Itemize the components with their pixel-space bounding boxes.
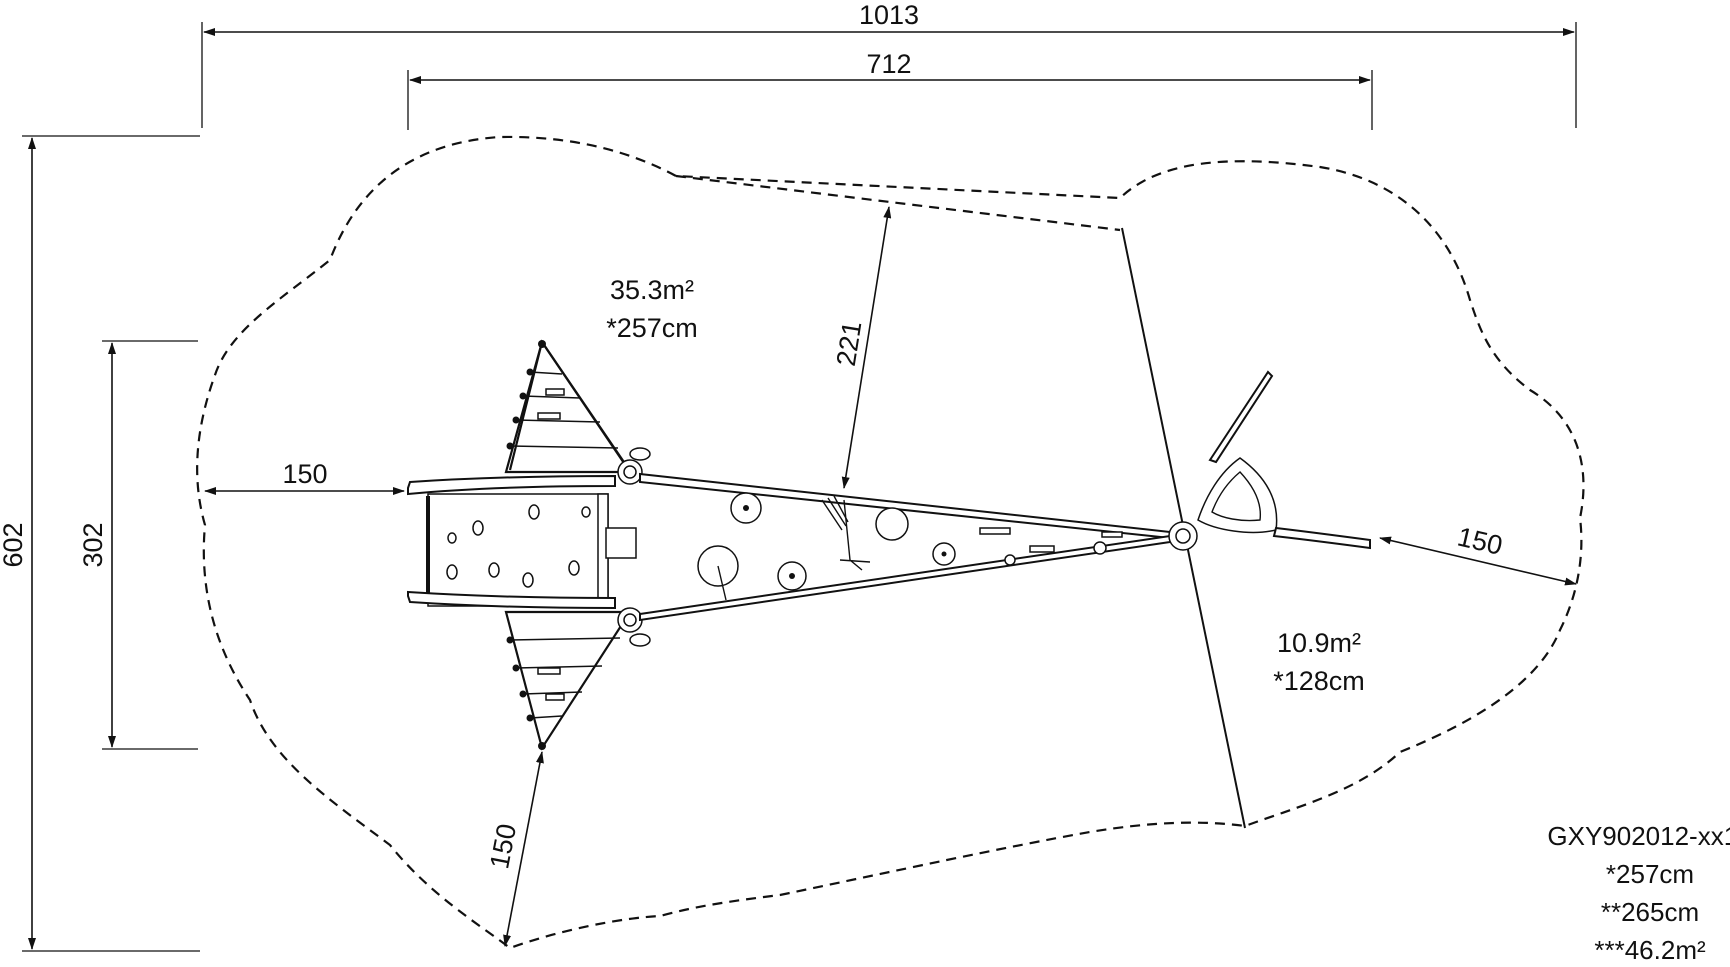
rope-net-knot: [519, 690, 527, 698]
safety-zone-boundary: [196, 135, 1585, 950]
climbing-hold: [581, 506, 591, 518]
rope-net-lower-apex: [538, 742, 546, 750]
end-rail: [1272, 526, 1371, 550]
secondary-zone-area-label: 10.9m²: [1277, 628, 1361, 658]
rope-net-knot: [512, 664, 520, 672]
rope-net-knot: [526, 368, 534, 376]
structure-width-label: 712: [866, 49, 911, 79]
post-bracket: [629, 447, 651, 461]
dimension-left-clearance: 150: [204, 459, 405, 495]
rope-net-upper: [504, 339, 633, 474]
bottom-rail: [407, 590, 616, 610]
right-clearance-label: 150: [1455, 522, 1506, 561]
rope-net-knot: [526, 714, 534, 722]
rope-net-upper-edges: [508, 341, 629, 471]
beam-joint: [1093, 541, 1107, 555]
rope-net-upper-rungs: [509, 371, 619, 449]
product-info: GXY902012-xx17 *257cm **265cm ***46.2m²: [1547, 821, 1730, 965]
corner-post-lower-cap: [623, 613, 637, 627]
spinner-dish: [1197, 457, 1278, 534]
rope-net-lower-grip: [537, 667, 561, 675]
product-fall-height: *257cm: [1606, 859, 1694, 889]
post-bracket: [629, 633, 651, 647]
rope-net-lower-grip: [545, 693, 565, 701]
product-total-height: **265cm: [1601, 897, 1699, 927]
dimension-line-right-clearance: [1379, 536, 1577, 586]
spinner-hub: [789, 573, 795, 579]
diagonal-arm: [1208, 370, 1274, 464]
climbing-hold: [446, 564, 458, 580]
beam-joint: [1004, 554, 1016, 566]
climbing-wall: [426, 493, 637, 607]
upper-clearance-label: 221: [831, 319, 868, 368]
handle-grip: [1029, 545, 1055, 553]
play-structure: [407, 339, 1371, 751]
main-zone-fall-height-label: *257cm: [606, 313, 698, 343]
climbing-hold: [522, 572, 534, 588]
dimension-bottom-clearance: 150: [484, 751, 544, 947]
handle-grip: [1101, 531, 1123, 538]
rope-net-lower-rungs: [509, 637, 621, 719]
climbing-hold: [488, 562, 500, 578]
rope-net-upper-grip: [537, 412, 561, 420]
overall-height-label: 602: [0, 522, 28, 567]
top-rail: [407, 474, 616, 496]
rope-swing-frame: [839, 499, 871, 571]
rope-net-knot: [519, 392, 527, 400]
main-zone-area-label: 35.3m²: [610, 275, 694, 305]
steering-wheel-shaft: [717, 565, 727, 601]
climbing-hold: [447, 532, 457, 544]
rope-net-upper-apex: [538, 340, 546, 348]
rope-net-knot: [506, 442, 514, 450]
rope-net-lower-outline: [504, 610, 633, 751]
dimension-structure-height: 302: [78, 340, 198, 750]
product-total-area: ***46.2m²: [1594, 935, 1706, 965]
handle-grip: [979, 527, 1011, 535]
ball-element: [875, 507, 909, 541]
end-hub-cap: [1175, 528, 1191, 544]
spinner-dish-inner: [1211, 471, 1262, 522]
corner-post-upper-cap: [623, 465, 637, 479]
secondary-zone-fall-height-label: *128cm: [1273, 666, 1365, 696]
activity-elements: [697, 492, 1123, 601]
structure-height-label: 302: [78, 522, 108, 567]
dimension-overall-width: 1013: [201, 0, 1577, 128]
climbing-wall-panel: [427, 493, 609, 607]
safety-zone-boundary-top-segment: [675, 174, 1121, 232]
end-spinner-assembly: [1168, 370, 1371, 551]
rope-net-upper-grip: [545, 388, 565, 396]
dimension-line-bottom-clearance: [503, 751, 544, 947]
platform-connector: [605, 527, 637, 559]
bottom-clearance-label: 150: [484, 821, 522, 871]
climbing-hold: [528, 504, 540, 520]
spinner-hub: [743, 505, 749, 511]
overall-width-label: 1013: [859, 0, 919, 30]
spinner-hub: [941, 551, 947, 557]
dimension-right-clearance: 150: [1379, 522, 1577, 586]
dimension-line-upper-clearance: [841, 206, 892, 489]
product-code: GXY902012-xx17: [1547, 821, 1730, 851]
climbing-hold: [472, 520, 484, 536]
dimension-structure-width: 712: [407, 49, 1373, 130]
rope-net-lower: [504, 610, 633, 751]
dimension-overall-height: 602: [0, 135, 200, 952]
dimension-upper-clearance: 221: [831, 206, 892, 489]
climbing-hold: [568, 560, 580, 576]
rope-net-upper-outline: [504, 339, 633, 474]
rope-net-knot: [506, 636, 514, 644]
rope-net-knot: [512, 416, 520, 424]
left-clearance-label: 150: [282, 459, 327, 489]
